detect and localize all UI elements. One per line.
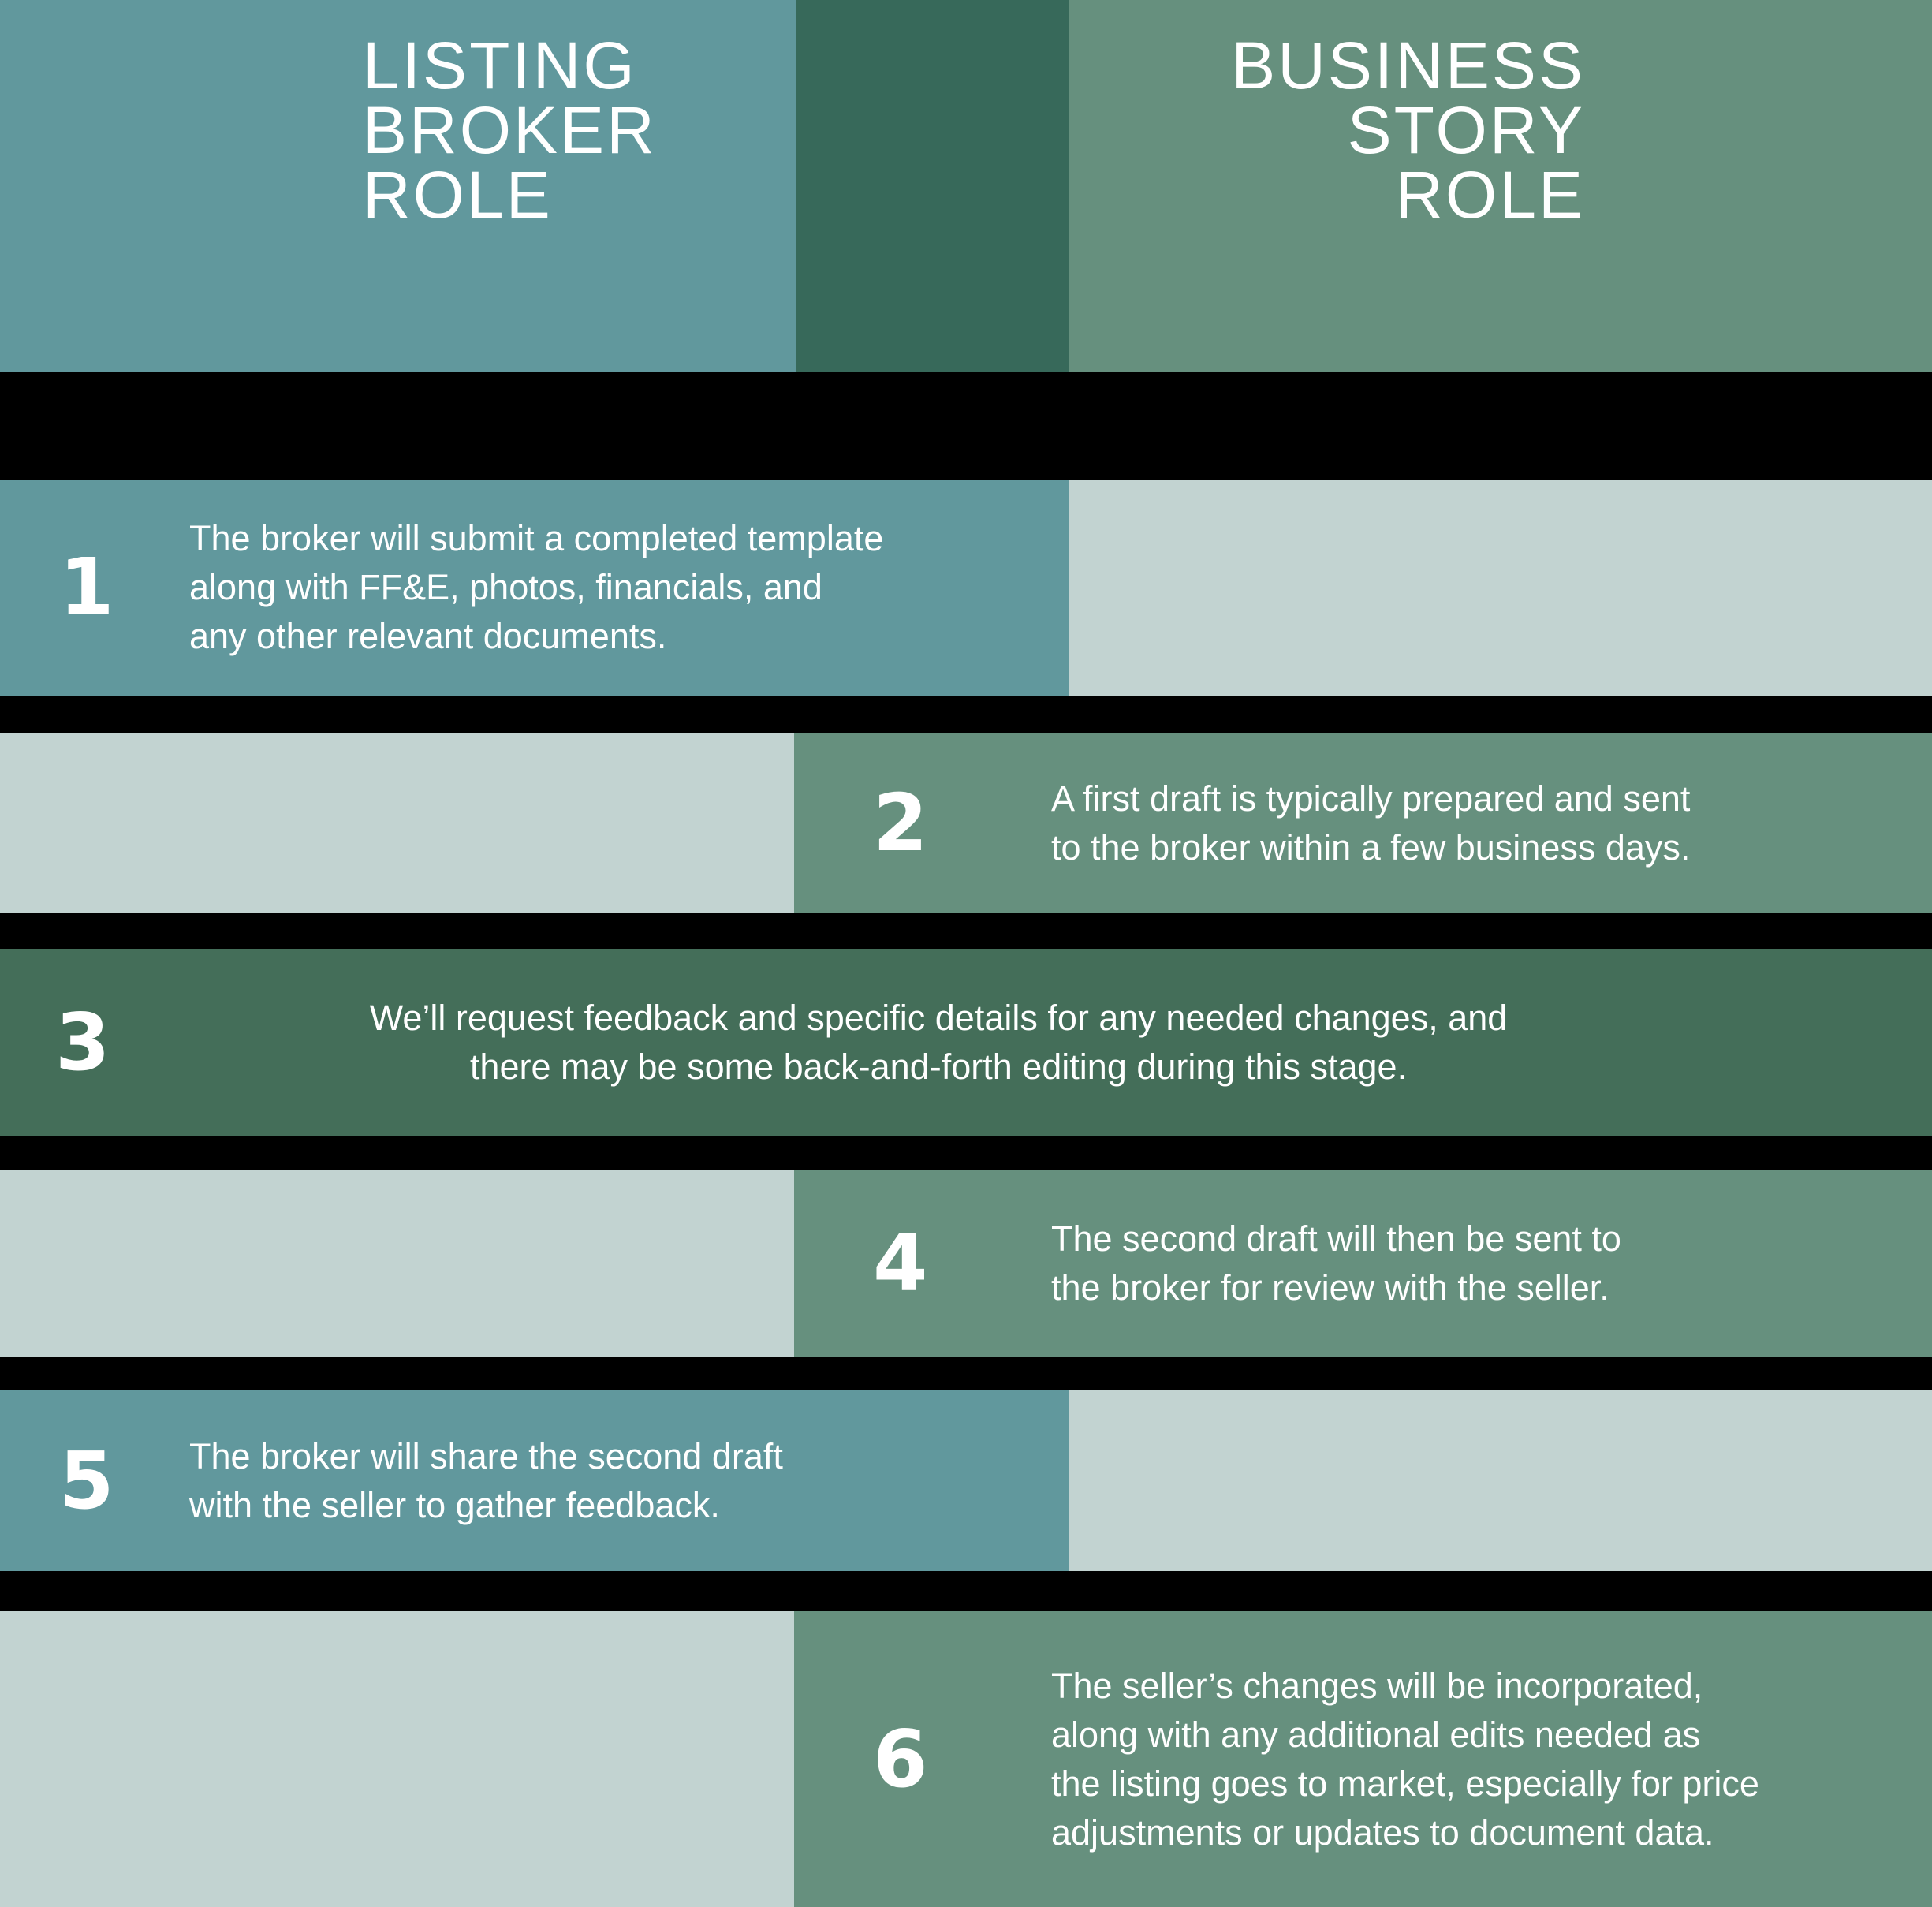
step-5-empty-cell xyxy=(1069,1390,1932,1571)
step-3-number: 3 xyxy=(55,995,110,1088)
step-6-text: The seller’s changes will be incorporate… xyxy=(1051,1665,1759,1853)
step-2-row: 2 A first draft is typically prepared an… xyxy=(794,733,1932,913)
step-6-empty-cell xyxy=(0,1611,794,1907)
step-6-number: 6 xyxy=(873,1712,928,1805)
step-2-text: A first draft is typically prepared and … xyxy=(1051,778,1691,868)
step-4-number: 4 xyxy=(873,1217,928,1309)
step-4-text: The second draft will then be sent to th… xyxy=(1051,1218,1621,1308)
step-5-row: 5 The broker will share the second draft… xyxy=(0,1390,1128,1571)
step-4-row: 4 The second draft will then be sent to … xyxy=(794,1170,1932,1357)
step-3-row: 3 We’ll request feedback and specific de… xyxy=(0,949,1932,1136)
step-1-empty-cell xyxy=(1069,480,1932,696)
header-listing-broker-panel xyxy=(0,0,796,372)
step-1-row: 1 The broker will submit a completed tem… xyxy=(0,480,1128,696)
step-2-empty-cell xyxy=(0,733,794,913)
step-1-text: The broker will submit a completed templ… xyxy=(189,518,884,656)
header-title-business-story: BUSINESS STORY ROLE xyxy=(1231,28,1585,232)
step-5-text: The broker will share the second draft w… xyxy=(189,1435,783,1525)
header-business-story-panel xyxy=(1069,0,1932,372)
header-divider-panel xyxy=(796,0,1069,372)
step-2-number: 2 xyxy=(873,776,928,869)
step-4-empty-cell xyxy=(0,1170,794,1357)
step-3-text: We’ll request feedback and specific deta… xyxy=(369,997,1508,1087)
step-5-number: 5 xyxy=(59,1434,114,1527)
step-6-row: 6 The seller’s changes will be incorpora… xyxy=(794,1611,1932,1907)
header-title-listing-broker: LISTING BROKER ROLE xyxy=(363,28,657,232)
step-1-number: 1 xyxy=(59,541,114,633)
